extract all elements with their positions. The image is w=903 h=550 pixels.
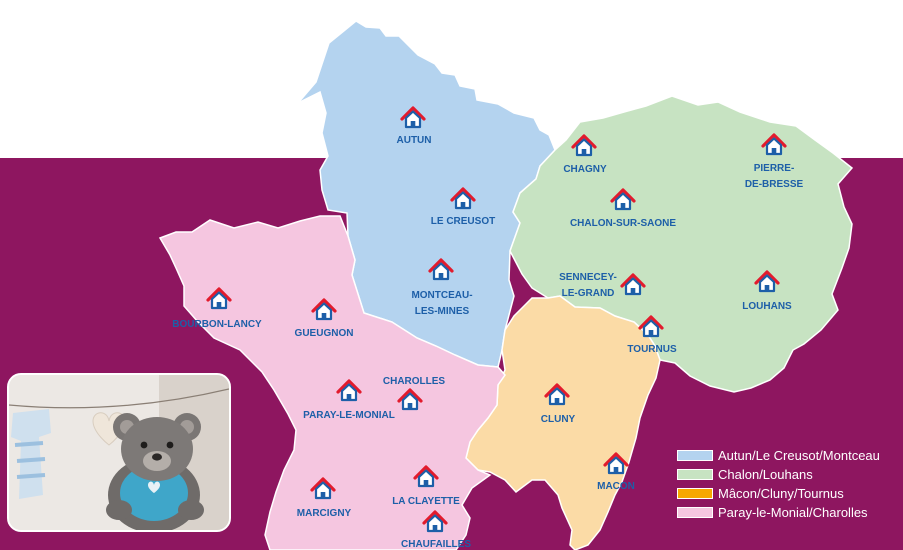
town-label: LA CLAYETTE <box>392 496 460 507</box>
town-label: CLUNY <box>541 414 576 425</box>
town-label: CHAUFAILLES <box>401 539 471 550</box>
map-legend: Autun/Le Creusot/Montceau Chalon/Louhans… <box>677 446 899 522</box>
zone-chalon-louhans <box>509 95 854 393</box>
town-label: AUTUN <box>397 135 432 146</box>
town-autun[interactable]: AUTUN <box>397 106 432 146</box>
town-label: CHAROLLES <box>383 376 446 387</box>
legend-label: Mâcon/Cluny/Tournus <box>718 486 844 501</box>
legend-swatch <box>677 469 713 480</box>
legend-item-paray: Paray-le-Monial/Charolles <box>677 503 899 522</box>
town-la-clayette[interactable]: LA CLAYETTE <box>392 465 460 507</box>
town-montceau-les-mines[interactable]: MONTCEAU- LES-MINES <box>411 258 473 317</box>
town-label: LE CREUSOT <box>431 216 495 227</box>
legend-swatch <box>677 507 713 518</box>
town-label: CHALON-SUR-SAONE <box>570 218 676 229</box>
town-le-creusot[interactable]: LE CREUSOT <box>431 187 495 227</box>
teddy-bear-photo <box>7 373 231 532</box>
town-label-line2: LES-MINES <box>415 306 470 317</box>
town-cluny[interactable]: CLUNY <box>541 383 576 425</box>
town-tournus[interactable]: TOURNUS <box>627 315 677 355</box>
town-label: MACON <box>597 481 635 492</box>
town-label-line2: LE-GRAND <box>562 288 615 299</box>
legend-label: Chalon/Louhans <box>718 467 813 482</box>
town-gueugnon[interactable]: GUEUGNON <box>295 298 354 339</box>
town-label: LOUHANS <box>742 301 792 312</box>
town-chauffailles[interactable]: CHAUFAILLES <box>401 510 471 550</box>
legend-item-macon: Mâcon/Cluny/Tournus <box>677 484 899 503</box>
town-bourbon-lancy[interactable]: BOURBON-LANCY <box>172 287 262 330</box>
town-charolles[interactable]: CHAROLLES <box>383 376 446 411</box>
town-label-line1: MONTCEAU- <box>411 290 472 301</box>
town-label: BOURBON-LANCY <box>172 319 262 330</box>
legend-label: Autun/Le Creusot/Montceau <box>718 448 880 463</box>
zone-paray-charolles <box>158 215 506 550</box>
legend-swatch <box>677 488 713 499</box>
town-label-line2: DE-BRESSE <box>745 179 804 190</box>
town-paray-le-monial[interactable]: PARAY-LE-MONIAL <box>303 379 395 421</box>
teddy-bear-icon <box>9 375 229 530</box>
town-label-line1: PIERRE- <box>754 163 795 174</box>
town-label: PARAY-LE-MONIAL <box>303 410 395 421</box>
town-label: CHAGNY <box>563 164 607 175</box>
town-pierre-de-bresse[interactable]: PIERRE- DE-BRESSE <box>745 133 804 190</box>
town-louhans[interactable]: LOUHANS <box>742 270 792 312</box>
town-marcigny[interactable]: MARCIGNY <box>297 477 352 519</box>
town-label: GUEUGNON <box>295 328 354 339</box>
town-macon[interactable]: MACON <box>597 452 635 492</box>
legend-item-autun: Autun/Le Creusot/Montceau <box>677 446 899 465</box>
town-label: MARCIGNY <box>297 508 352 519</box>
town-chagny[interactable]: CHAGNY <box>563 134 607 175</box>
town-label: TOURNUS <box>627 344 677 355</box>
town-sennecey-le-grand[interactable]: SENNECEY- LE-GRAND <box>559 272 646 299</box>
legend-swatch <box>677 450 713 461</box>
town-chalon-sur-saone[interactable]: CHALON-SUR-SAONE <box>570 188 676 229</box>
town-label-line1: SENNECEY- <box>559 272 617 283</box>
legend-label: Paray-le-Monial/Charolles <box>718 505 868 520</box>
legend-item-chalon: Chalon/Louhans <box>677 465 899 484</box>
